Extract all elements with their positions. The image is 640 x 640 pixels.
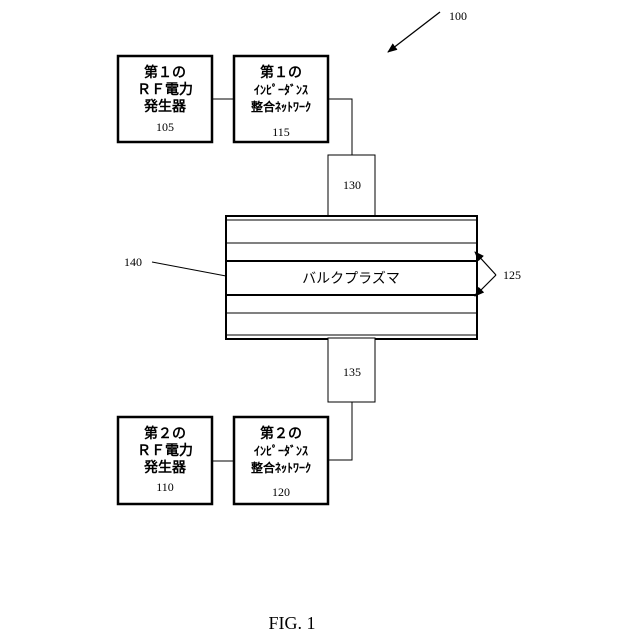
bottom-electrode-ref: 135	[343, 365, 361, 379]
generator-1-line1: 第１の	[144, 64, 186, 81]
generator-2-ref: 110	[156, 480, 174, 494]
plasma-label: バルクプラズマ	[302, 271, 400, 287]
connector-net2-electrode	[328, 402, 352, 460]
system-ref-arrow	[388, 12, 440, 52]
system-ref-label: 100	[449, 9, 467, 23]
generator-1-line3: 発生器	[143, 98, 187, 115]
generator-2-line3: 発生器	[143, 459, 187, 476]
network-1-line2: ｲﾝﾋﾟｰﾀﾞﾝｽ	[254, 82, 308, 97]
generator-1-ref: 105	[156, 120, 174, 134]
network-2-line2: ｲﾝﾋﾟｰﾀﾞﾝｽ	[254, 443, 308, 458]
generator-1-line2: ＲＦ電力	[137, 81, 193, 98]
network-2-ref: 120	[272, 485, 290, 499]
generator-2-line1: 第２の	[144, 425, 186, 442]
generator-2-line2: ＲＦ電力	[137, 442, 193, 459]
connector-net1-electrode	[328, 99, 352, 155]
network-1-ref: 115	[272, 125, 290, 139]
sheath-ref: 125	[503, 268, 521, 282]
network-1-line3: 整合ﾈｯﾄﾜｰｸ	[250, 99, 311, 114]
network-2-line1: 第２の	[260, 425, 302, 442]
chamber-ref: 140	[124, 255, 142, 269]
network-2-line3: 整合ﾈｯﾄﾜｰｸ	[250, 460, 311, 475]
figure-caption: FIG. 1	[268, 613, 315, 633]
top-electrode-ref: 130	[343, 178, 361, 192]
network-1-line1: 第１の	[260, 64, 302, 81]
sheath-arrow-upper	[475, 252, 496, 275]
chamber-leader-line	[152, 262, 226, 276]
sheath-arrow-lower	[475, 275, 496, 296]
